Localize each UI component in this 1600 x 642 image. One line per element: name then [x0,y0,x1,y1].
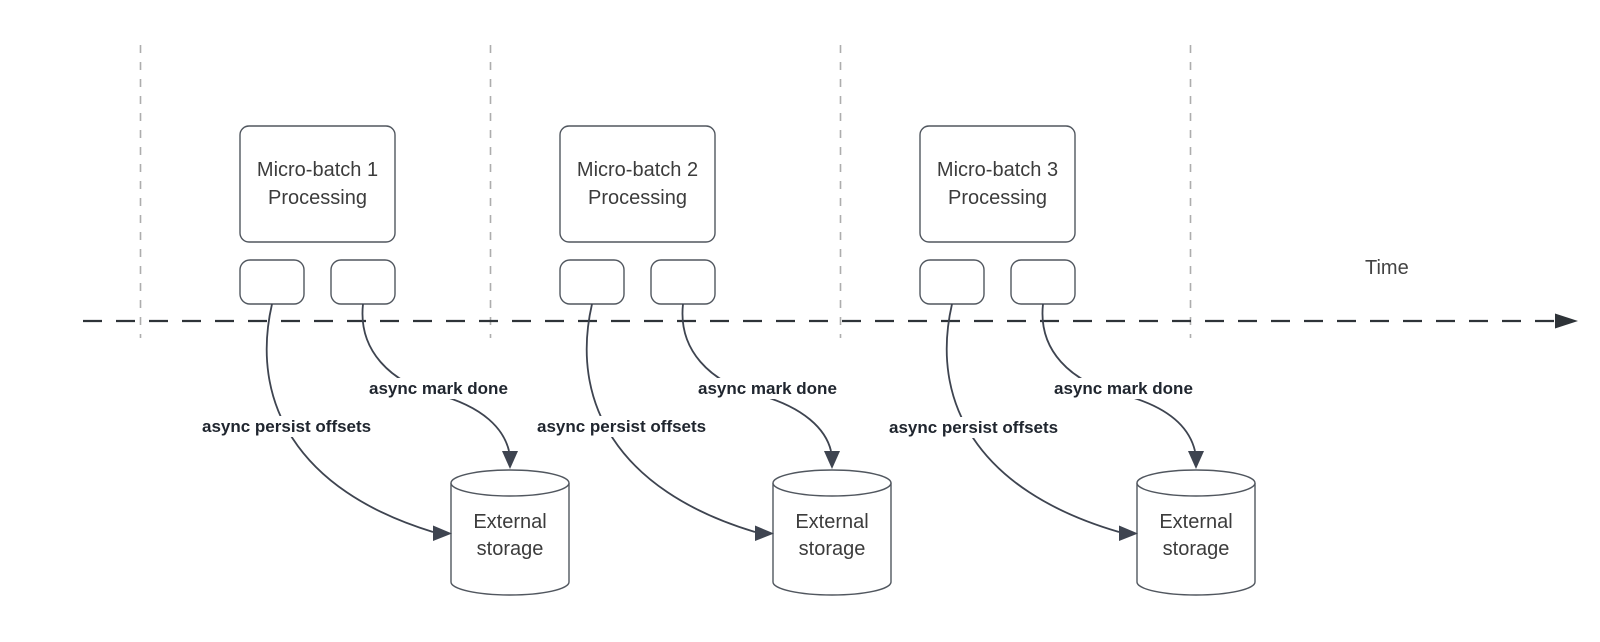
sub-task-box-1b [330,259,396,305]
mark-done-arrowhead-3 [1188,451,1204,469]
persist-offsets-label-1: async persist offsets [199,416,375,437]
mark-done-label-1: async mark done [366,378,511,399]
processing-box-3 [919,125,1076,243]
sub-task-box-3b [1010,259,1076,305]
storage-cylinder-body-3 [1136,483,1256,596]
mark-done-label-2: async mark done [695,378,840,399]
timeline-arrowhead [1555,313,1578,329]
external-storage-label-3: External storage [1159,511,1233,560]
micro-batch-group-2 [559,125,892,596]
time-label: Time [1365,257,1409,279]
external-storage-label-1: External storage [473,511,547,560]
persist-offsets-label-2: async persist offsets [534,416,710,437]
persist-offsets-arrowhead-1 [433,525,452,541]
sub-task-box-3a [919,259,985,305]
processing-box-2 [559,125,716,243]
processing-box-label-2: Micro-batch 2 Processing [576,159,699,209]
processing-box-label-1: Micro-batch 1 Processing [256,159,379,209]
storage-cylinder-top-3 [1136,469,1256,497]
mark-done-arrowhead-1 [502,451,518,469]
storage-cylinder-body-2 [772,483,892,596]
processing-box-1 [239,125,396,243]
persist-offsets-arrow-2 [585,303,756,533]
sub-task-box-2a [559,259,625,305]
persist-offsets-arrowhead-2 [755,525,774,541]
mark-done-arrowhead-2 [824,451,840,469]
persist-offsets-arrowhead-3 [1119,525,1138,541]
processing-box-label-3: Micro-batch 3 Processing [936,159,1059,209]
micro-batch-group-3 [919,125,1256,596]
sub-task-box-2b [650,259,716,305]
sub-task-box-1a [239,259,305,305]
mark-done-label-3: async mark done [1051,378,1196,399]
storage-cylinder-top-1 [450,469,570,497]
persist-offsets-arrow-3 [945,303,1120,533]
micro-batch-group-1 [239,125,570,596]
persist-offsets-arrow-1 [265,303,434,533]
storage-cylinder-top-2 [772,469,892,497]
external-storage-label-2: External storage [795,511,869,560]
storage-cylinder-body-1 [450,483,570,596]
persist-offsets-label-3: async persist offsets [886,417,1062,438]
